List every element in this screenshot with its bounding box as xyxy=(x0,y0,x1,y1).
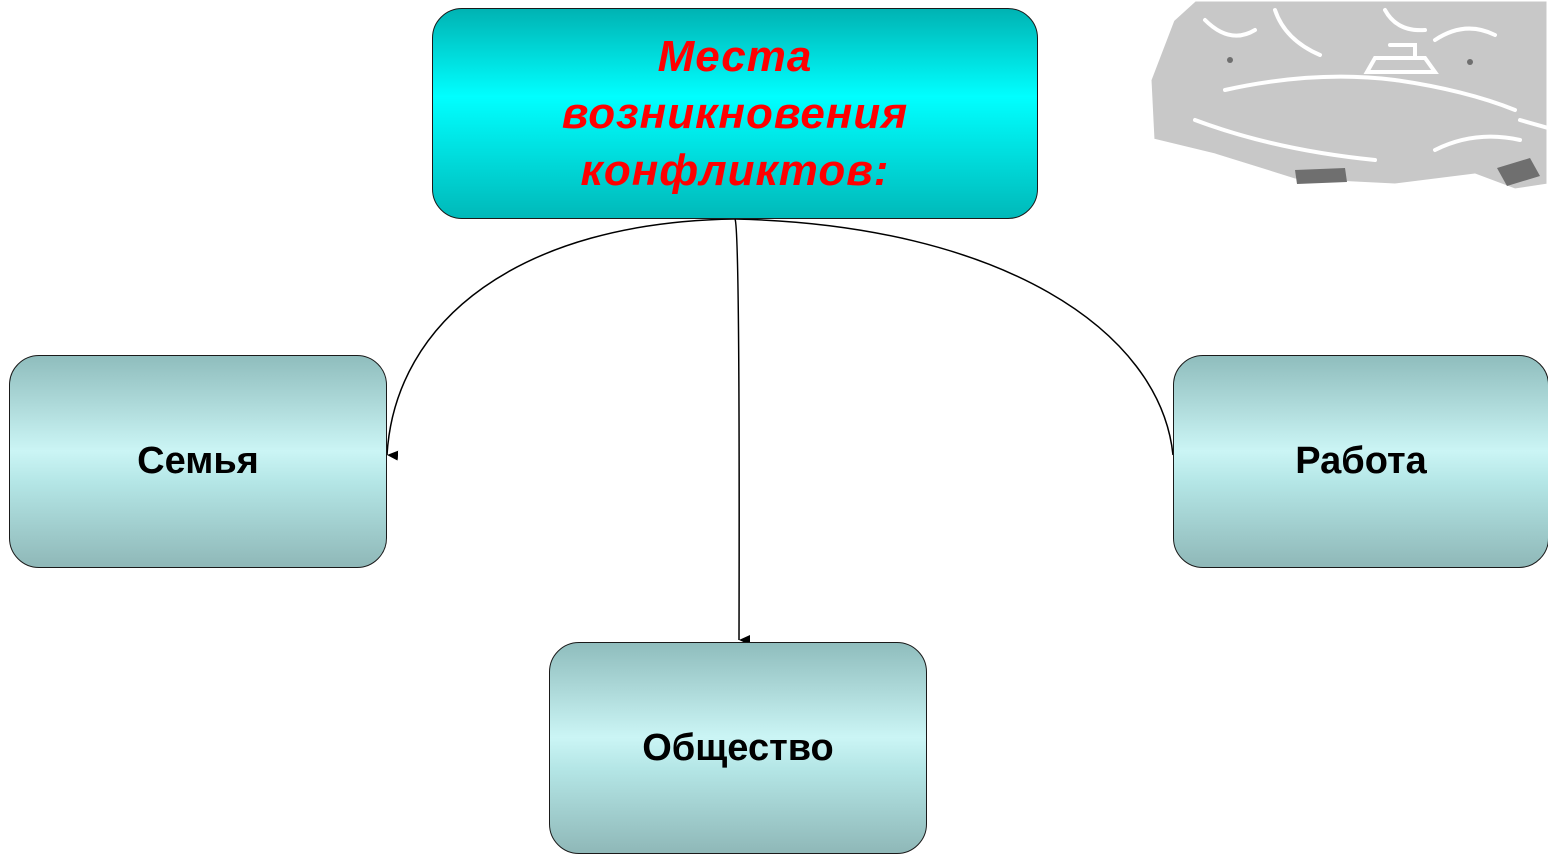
node-society-box: Общество xyxy=(549,642,927,854)
node-work-box: Работа xyxy=(1173,355,1548,568)
root-node-title: Места возникновения конфликтов: xyxy=(561,32,909,195)
root-node-box: Места возникновения конфликтов: xyxy=(432,8,1038,219)
connector-to-family xyxy=(386,218,736,461)
node-family-box: Семья xyxy=(9,355,387,568)
node-family-label: Семья xyxy=(137,440,259,482)
connector-to-work xyxy=(734,218,1185,459)
connector-to-society xyxy=(734,218,751,646)
node-work-label: Работа xyxy=(1295,440,1427,482)
node-society-label: Общество xyxy=(642,726,834,769)
decorative-clipart-icon xyxy=(1148,0,1548,198)
